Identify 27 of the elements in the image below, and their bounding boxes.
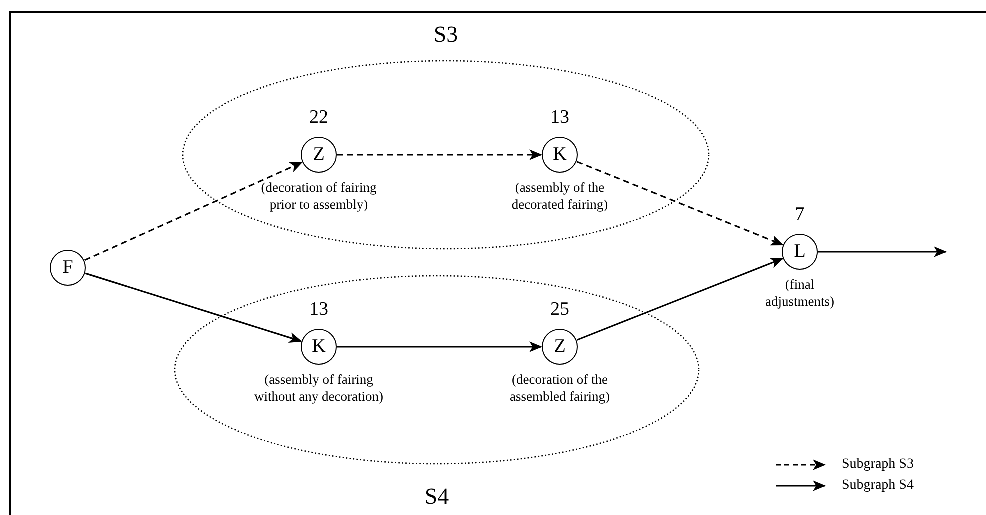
subgraph-title: S4	[424, 484, 450, 510]
activity-circle: K	[301, 329, 337, 365]
activity-description: (assembly of the decorated fairing)	[510, 179, 610, 213]
arrow	[85, 272, 302, 344]
activity-circle: K	[542, 137, 578, 173]
activity-circle: L	[782, 234, 818, 270]
duration-number: 25	[550, 299, 570, 321]
duration-number: 13	[550, 107, 570, 129]
arrow	[818, 246, 948, 258]
duration-number: 7	[794, 204, 806, 226]
legend-text: Subgraph S4	[842, 477, 914, 494]
subgraph-title: S3	[432, 22, 460, 48]
arrow	[338, 150, 543, 160]
duration-number: 22	[308, 107, 330, 129]
activity-circle: F	[50, 250, 86, 286]
arrow	[84, 162, 304, 262]
activity-circle: Z	[542, 329, 578, 365]
activity-circle: Z	[301, 137, 337, 173]
arrow	[576, 161, 784, 246]
activity-description: (assembly of fairing without any decoration)	[254, 371, 384, 405]
arrow	[338, 342, 543, 352]
activity-description: (decoration of fairing prior to assembly)	[260, 179, 378, 213]
legend-text: Subgraph S3	[842, 456, 914, 473]
arrow	[576, 258, 784, 341]
duration-number: 13	[308, 299, 330, 321]
activity-description: (decoration of the assembled fairing)	[508, 371, 612, 405]
activity-description: (final adjustments)	[764, 276, 836, 310]
